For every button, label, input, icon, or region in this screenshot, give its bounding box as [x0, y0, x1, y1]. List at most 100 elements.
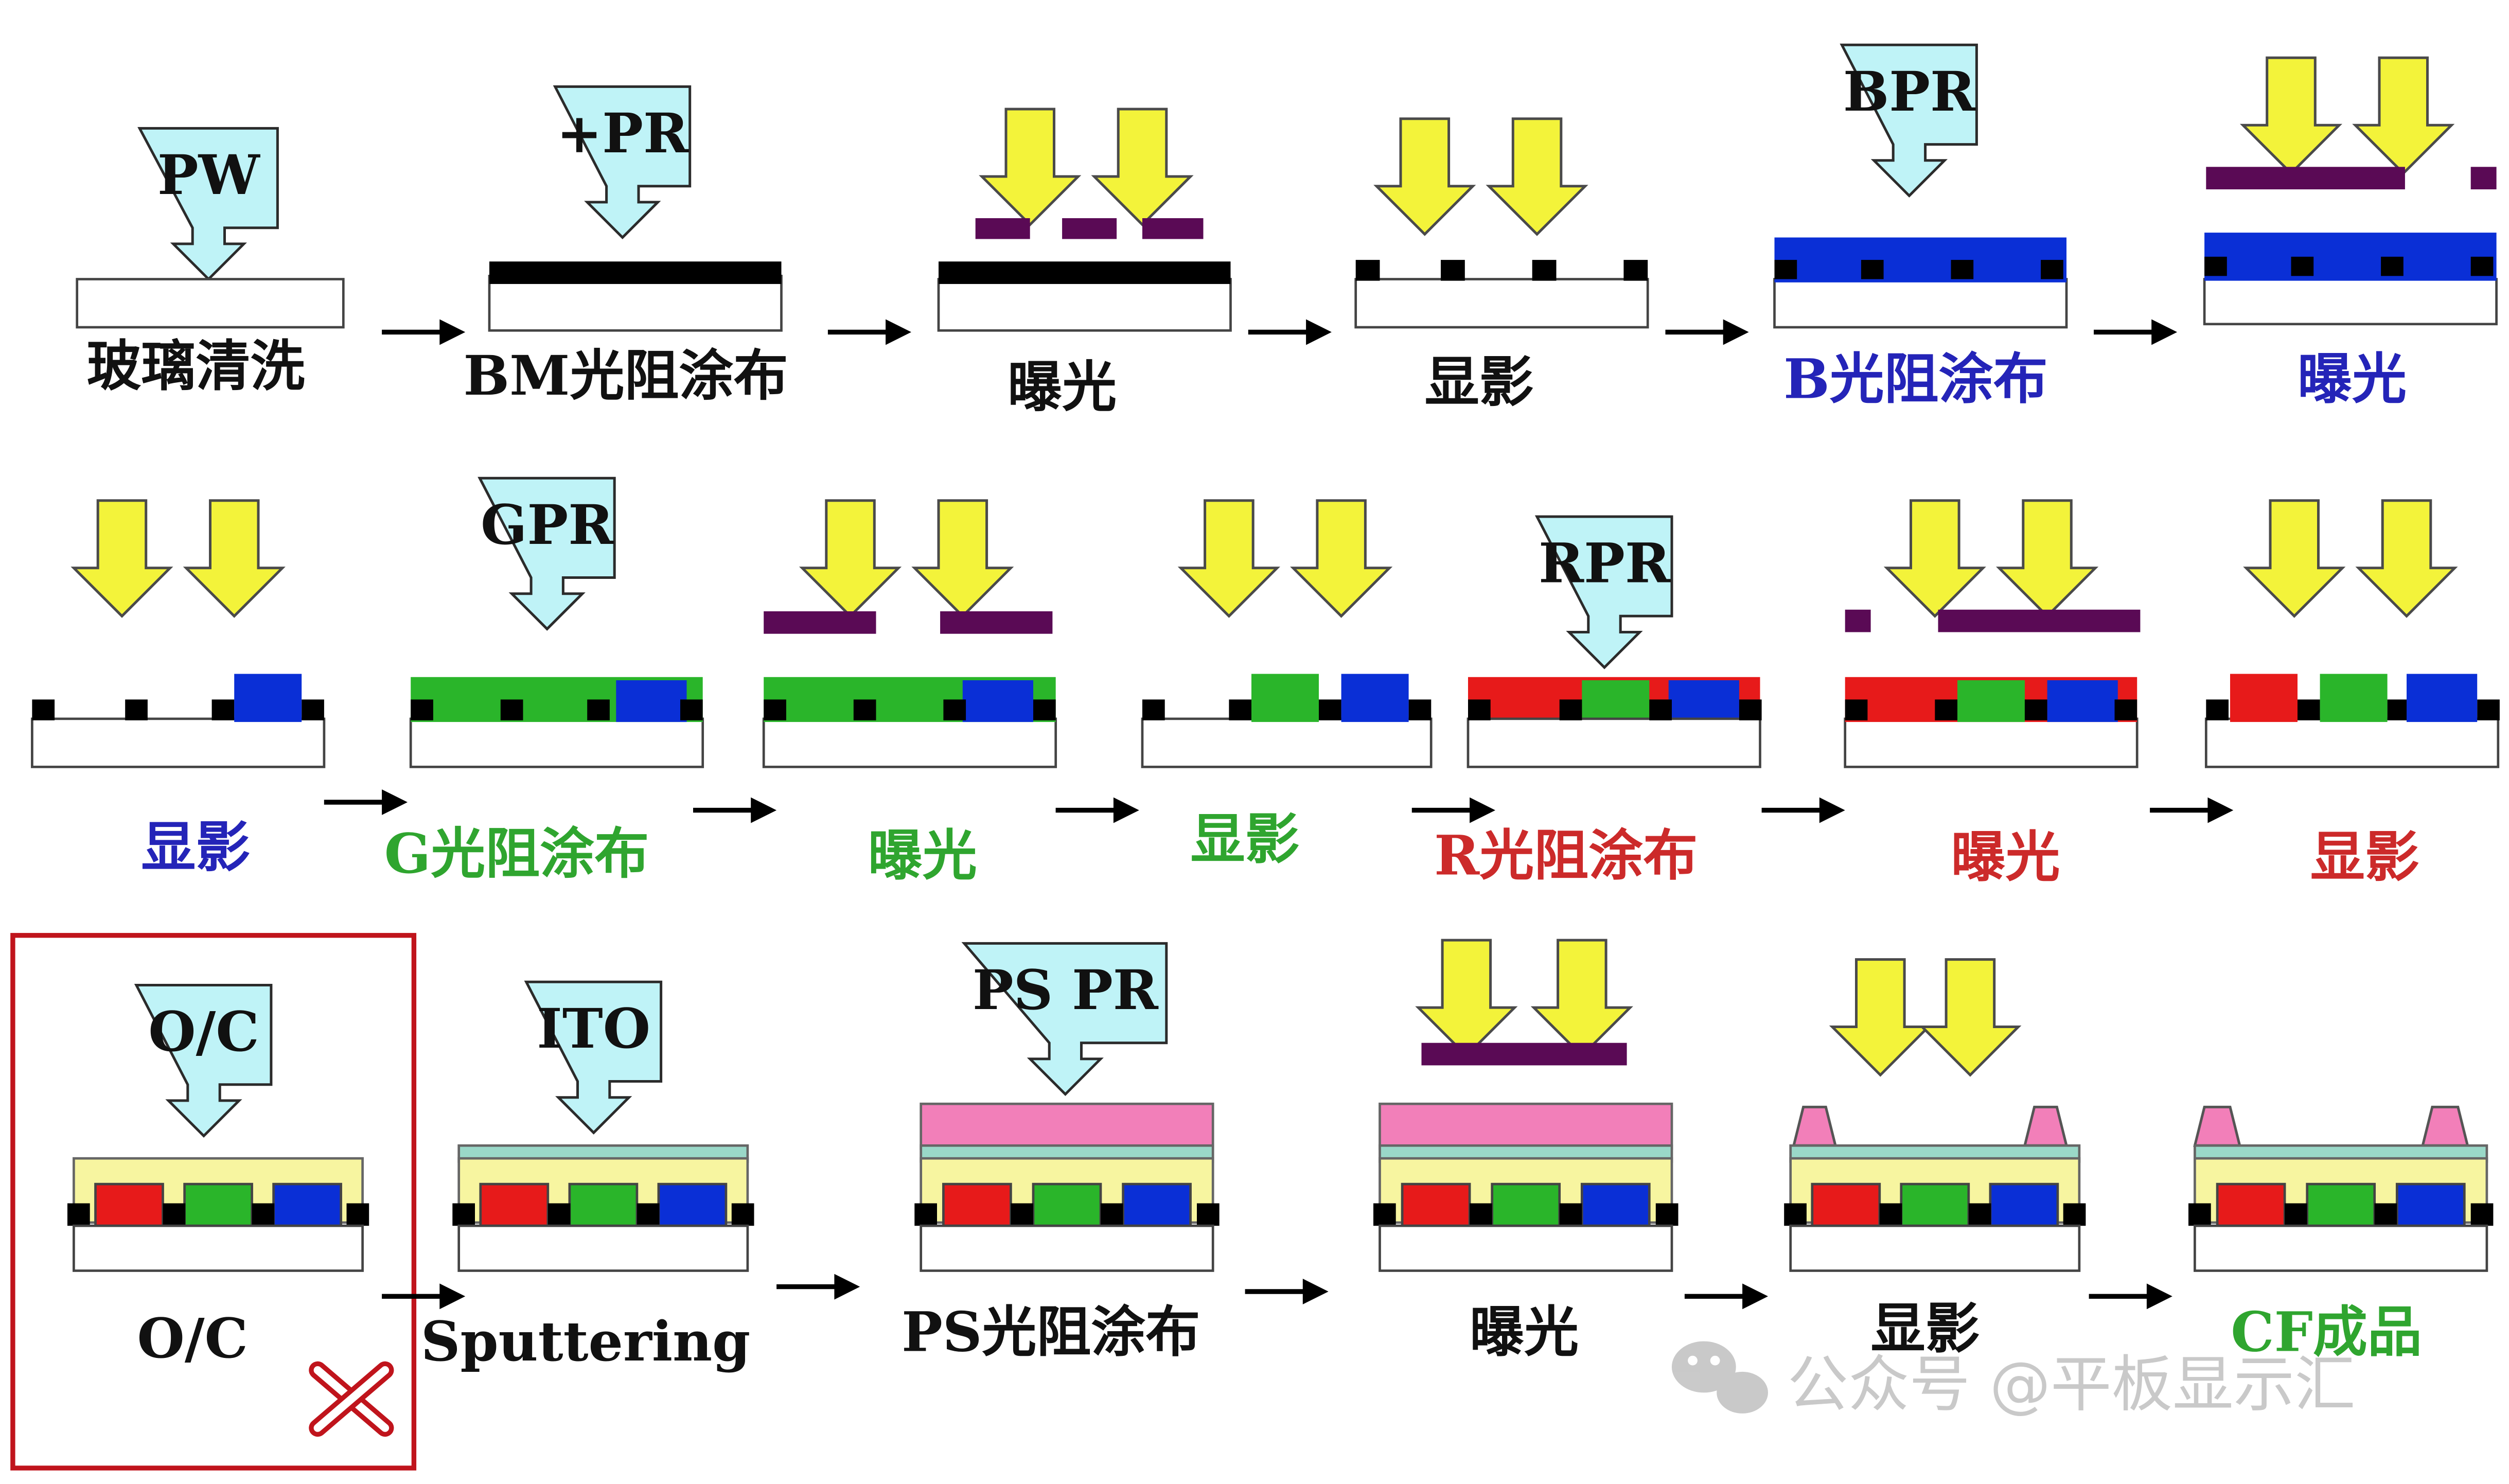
photomask: [940, 611, 1053, 634]
wechat-icon: [1671, 1341, 1769, 1414]
blue-subpixel: [1341, 674, 1409, 722]
bm-photoresist-layer: [939, 261, 1231, 284]
black-matrix-block: [764, 699, 786, 720]
black-matrix-block: [2063, 1203, 2086, 1226]
light-arrow-icon: [1530, 939, 1633, 1058]
step-caption: G光阻涂布: [384, 821, 649, 886]
right-arrow-icon: [1761, 797, 1845, 823]
step-ps-develop: 显影: [1784, 958, 2086, 1361]
material-label: PW: [157, 143, 261, 207]
step-caption: 曝光: [868, 823, 977, 887]
photo-spacer: [2193, 1105, 2241, 1147]
cross-mark-icon: [309, 1361, 394, 1437]
black-matrix-block: [1532, 260, 1557, 281]
black-matrix-block: [1355, 260, 1380, 281]
glass-substrate: [31, 717, 326, 768]
red-subpixel: [479, 1182, 550, 1227]
photomask: [1938, 609, 2141, 632]
light-arrow-icon: [2352, 56, 2455, 175]
glass-substrate: [1773, 278, 2068, 329]
blue-subpixel: [1122, 1182, 1192, 1227]
step-caption: PS光阻涂布: [902, 1299, 1200, 1364]
black-matrix-block: [1559, 699, 1582, 720]
green-subpixel: [1582, 680, 1650, 722]
green-subpixel: [1251, 674, 1319, 722]
right-arrow-icon: [1245, 1279, 1329, 1304]
step-caption: 显影: [1425, 350, 1534, 414]
material-label: O/C: [148, 999, 259, 1064]
black-matrix-block: [500, 699, 523, 720]
wechat-eye: [1710, 1355, 1720, 1366]
step-caption: 显影: [141, 815, 250, 879]
right-arrow-icon: [382, 319, 466, 345]
green-subpixel: [568, 1182, 639, 1227]
material-label: +PR: [556, 101, 689, 165]
black-matrix-block: [2206, 699, 2229, 720]
black-matrix-block: [943, 699, 966, 720]
glass-substrate: [409, 717, 704, 768]
right-arrow-icon: [1665, 319, 1749, 345]
arrow-head: [1113, 797, 1139, 823]
glass-substrate: [937, 278, 1232, 332]
black-matrix-block: [914, 1203, 937, 1226]
light-arrow-icon: [1883, 499, 1986, 618]
step-caption: 显影: [1871, 1296, 1980, 1361]
arrow-head: [1819, 797, 1845, 823]
step-caption: 显影: [2310, 824, 2419, 889]
ps-photoresist-layer: [920, 1102, 1214, 1150]
black-matrix-block: [2387, 699, 2410, 720]
step-ps-exposure: 曝光: [1373, 939, 1678, 1364]
black-matrix-block: [2470, 256, 2494, 276]
light-arrow-icon: [1486, 117, 1588, 236]
black-matrix-block: [1373, 1203, 1396, 1226]
black-matrix-block: [547, 1203, 571, 1226]
light-arrow-icon: [799, 499, 902, 618]
black-matrix-block: [680, 699, 703, 720]
arrow-head: [382, 789, 408, 815]
red-subpixel: [2230, 674, 2298, 722]
blue-subpixel: [234, 674, 302, 722]
black-matrix-block: [1559, 1203, 1582, 1226]
right-arrow-icon: [827, 319, 911, 345]
black-matrix-block: [1739, 699, 1762, 720]
blue-subpixel: [2407, 674, 2478, 722]
highlight-frame: [10, 933, 417, 1471]
blue-subpixel: [657, 1182, 728, 1227]
light-arrow-icon: [1091, 108, 1194, 227]
black-matrix-block: [2114, 699, 2137, 720]
black-matrix-block: [1468, 699, 1491, 720]
black-matrix-block: [731, 1203, 754, 1226]
black-matrix-block: [2204, 256, 2227, 276]
right-arrow-icon: [2094, 319, 2178, 345]
black-matrix-block: [2188, 1203, 2211, 1226]
glass-substrate: [1466, 717, 1761, 768]
black-matrix-block: [587, 699, 610, 720]
black-matrix-block: [302, 699, 324, 720]
step-g-exposure: 曝光: [762, 499, 1057, 887]
arrow-head: [751, 797, 777, 823]
glass-substrate: [76, 278, 345, 329]
arrow-head: [886, 319, 911, 345]
black-matrix-block: [2374, 1203, 2397, 1226]
photomask: [1142, 218, 1204, 239]
glass-substrate: [1844, 717, 2139, 768]
ps-photoresist-layer: [1379, 1102, 1673, 1150]
green-subpixel: [2320, 674, 2388, 722]
wechat-bubble-large: [1671, 1341, 1736, 1393]
arrow-head: [2151, 319, 2178, 345]
light-arrow-icon: [1373, 117, 1476, 236]
step-r-exposure: 曝光: [1844, 499, 2141, 889]
black-matrix-block: [1319, 699, 1341, 720]
right-arrow-icon: [324, 789, 408, 815]
black-matrix-block: [1441, 260, 1465, 281]
step-caption: BM光阻涂布: [464, 343, 788, 408]
cross-stroke-inner: [313, 1366, 390, 1432]
black-matrix-block: [411, 699, 433, 720]
black-matrix-block: [637, 1203, 660, 1226]
photomask: [2470, 167, 2497, 189]
step-caption: R光阻涂布: [1434, 823, 1698, 887]
